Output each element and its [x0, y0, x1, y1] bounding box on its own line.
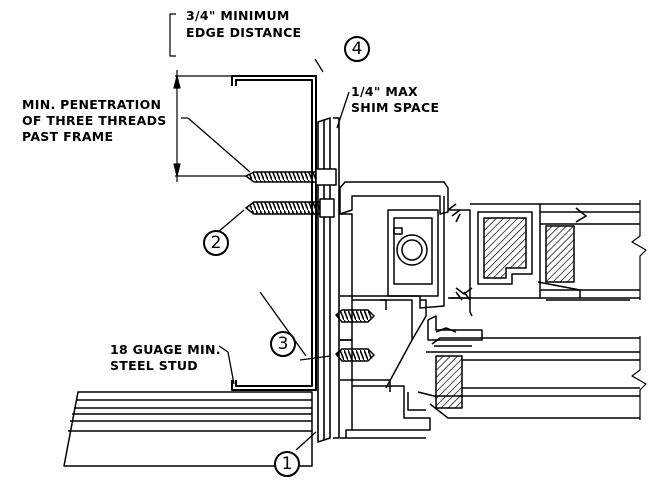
shim-space	[317, 117, 340, 443]
stud-label-line1: 18 GUAGE MIN.	[110, 342, 221, 357]
penetration-label-line2: OF THREE THREADS	[22, 113, 167, 128]
callout-1: 1	[274, 451, 300, 477]
break-lines	[631, 200, 647, 420]
wall-base	[63, 391, 313, 467]
stud-label-line2: STEEL STUD	[110, 358, 198, 373]
callout-4: 4	[344, 36, 370, 62]
leader-lines	[181, 58, 350, 451]
shim-label-line2: SHIM SPACE	[351, 100, 440, 115]
callout-3: 3	[270, 331, 296, 357]
edge-distance-label-line1: 3/4" MINIMUM	[186, 8, 290, 23]
edge-distance-dimension	[169, 13, 246, 182]
penetration-label-line3: PAST FRAME	[22, 129, 114, 144]
edge-distance-label-line2: EDGE DISTANCE	[186, 25, 302, 40]
penetration-label-line1: MIN. PENETRATION	[22, 97, 162, 112]
shim-label-line1: 1/4" MAX	[351, 84, 418, 99]
screws	[245, 168, 375, 362]
callout-2: 2	[203, 230, 229, 256]
steel-stud	[231, 75, 317, 391]
sash-and-glazing	[434, 203, 640, 409]
weatherstrips	[435, 203, 587, 333]
